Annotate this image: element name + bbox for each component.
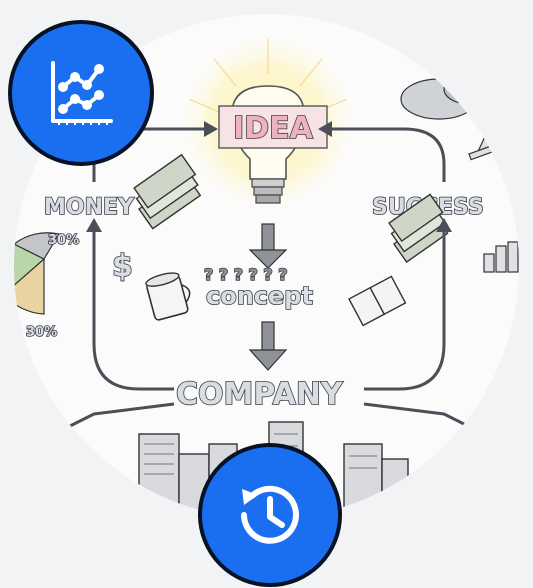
building-windows — [144, 433, 377, 475]
concept-label: concept — [206, 282, 313, 310]
pie-chart — [14, 232, 60, 315]
cloud-sketch — [400, 73, 495, 120]
plane-sketch — [468, 134, 504, 161]
history-restore-icon — [241, 485, 299, 544]
down-arrow-2 — [248, 321, 288, 371]
bar-sketch — [483, 241, 519, 273]
bulb-rays — [188, 39, 348, 113]
concept-illustration: IDEA MONEY SUCCESS — [14, 14, 519, 519]
money-stack — [133, 153, 202, 230]
dollar-sign: $ — [112, 249, 133, 284]
idea-label: IDEA — [233, 111, 314, 146]
coffee-mug — [145, 272, 191, 321]
idea-sign: IDEA — [218, 105, 328, 149]
analytics-button[interactable] — [8, 20, 154, 166]
pie-percent-top: 30% — [48, 233, 79, 248]
pie-percent-bottom: 30% — [26, 325, 57, 340]
line-chart-icon — [51, 61, 113, 125]
sketch-drawing: IDEA MONEY SUCCESS — [14, 27, 519, 519]
open-book — [348, 275, 407, 327]
top-arrowheads — [204, 121, 332, 137]
side-arrowheads — [86, 218, 452, 232]
side-arrows — [53, 224, 485, 436]
down-arrow-1 — [248, 223, 288, 269]
question-marks: ? ? ? ? ? ? — [204, 265, 288, 284]
money-label: MONEY — [44, 195, 135, 220]
company-label: COMPANY — [176, 377, 344, 412]
history-button[interactable] — [198, 443, 342, 587]
money-stack-right — [388, 193, 449, 263]
